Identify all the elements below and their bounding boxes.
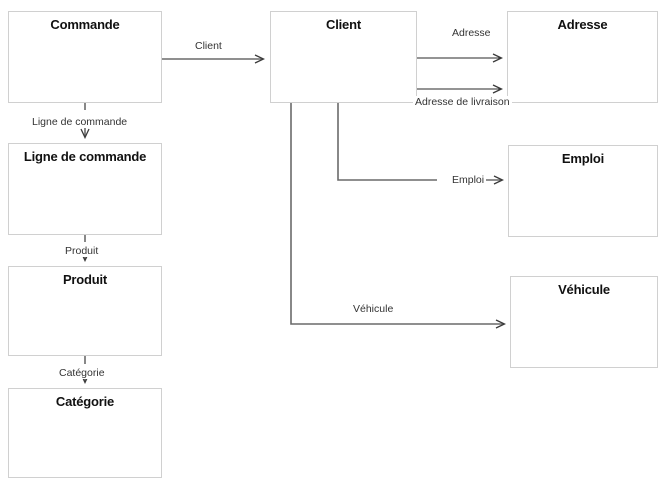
- edge-label-produit-categorie: Catégorie: [57, 367, 107, 379]
- edge-label-client-adresse-livraison: Adresse de livraison: [413, 96, 512, 108]
- node-title-adresse: Adresse: [557, 17, 608, 32]
- node-commande[interactable]: Commande: [8, 11, 162, 103]
- connector-client-vehicule: [290, 103, 504, 324]
- edge-label-client-adresse: Adresse: [450, 27, 493, 39]
- node-categorie[interactable]: Catégorie: [8, 388, 162, 478]
- node-emploi[interactable]: Emploi: [508, 145, 658, 237]
- connector-client-emploi: [337, 103, 502, 180]
- node-client[interactable]: Client: [270, 11, 417, 103]
- node-produit[interactable]: Produit: [8, 266, 162, 356]
- node-adresse[interactable]: Adresse: [507, 11, 658, 103]
- node-title-vehicule: Véhicule: [558, 282, 610, 297]
- node-title-categorie: Catégorie: [55, 394, 115, 409]
- node-title-client: Client: [326, 17, 361, 32]
- node-vehicule[interactable]: Véhicule: [510, 276, 658, 368]
- edge-label-client-emploi: Emploi: [450, 174, 487, 186]
- edge-label-commande-ligne: Ligne de commande: [30, 116, 130, 128]
- edge-label-client-vehicule: Véhicule: [351, 303, 396, 315]
- edge-label-ligne-produit: Produit: [63, 245, 101, 257]
- edge-label-commande-client: Client: [193, 40, 224, 52]
- node-ligne-de-commande[interactable]: Ligne de commande: [8, 143, 162, 235]
- node-title-ligne-de-commande: Ligne de commande: [23, 149, 147, 164]
- node-title-emploi: Emploi: [561, 151, 605, 166]
- node-title-commande: Commande: [50, 17, 120, 32]
- node-title-produit: Produit: [62, 272, 108, 287]
